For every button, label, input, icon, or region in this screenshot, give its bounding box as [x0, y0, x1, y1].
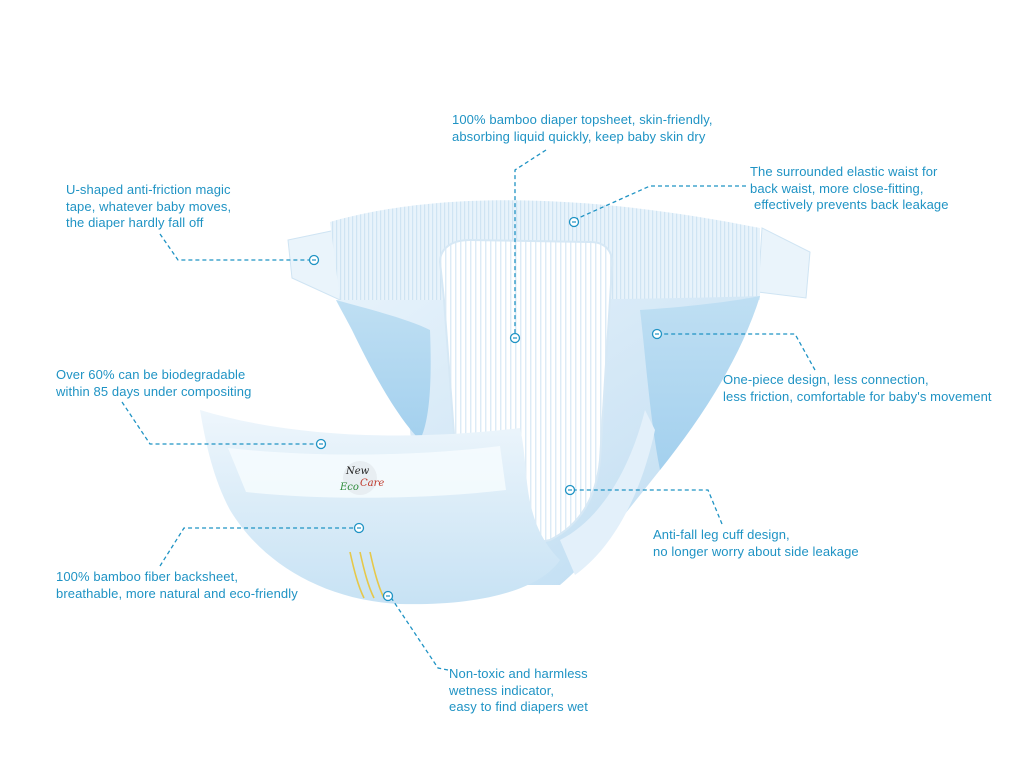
callout-biodegradable-line: Over 60% can be biodegradable: [56, 367, 246, 382]
callout-wetness-line: Non-toxic and harmless: [449, 666, 588, 681]
callout-backsheet-line: 100% bamboo fiber backsheet,: [56, 569, 239, 584]
callout-biodegradable: Over 60% can be biodegradable within 85 …: [56, 367, 251, 400]
callout-onepiece-line: One-piece design, less connection,: [723, 372, 929, 387]
callout-waist-line: back waist, more close-fitting,: [750, 180, 924, 196]
brand-logo: New Eco Care: [339, 461, 384, 495]
callout-wetness-line: wetness indicator,: [449, 682, 555, 698]
callout-onepiece-line: less friction, comfortable for baby's mo…: [723, 388, 992, 404]
callout-waist-line: The surrounded elastic waist for: [750, 164, 938, 179]
callout-wetness: Non-toxic and harmless wetness indicator…: [449, 666, 588, 716]
logo-word-eco: Eco: [339, 482, 359, 493]
callout-backsheet-line: breathable, more natural and eco-friendl…: [56, 585, 298, 601]
wetness-indicator: [349, 551, 385, 599]
leader-biodegradable: [121, 401, 318, 445]
right-leg-wing: [640, 296, 760, 470]
callout-cuff: Anti-fall leg cuff design, no longer wor…: [653, 527, 859, 560]
callout-onepiece: One-piece design, less connection, less …: [723, 372, 992, 405]
leg-cuff: [560, 410, 655, 575]
callout-topsheet: 100% bamboo diaper topsheet, skin-friend…: [452, 112, 713, 145]
callout-topsheet-line: absorbing liquid quickly, keep baby skin…: [452, 128, 706, 144]
callout-cuff-line: Anti-fall leg cuff design,: [653, 527, 790, 542]
callout-biodegradable-line: within 85 days under compositing: [56, 383, 252, 399]
logo-word-care: Care: [360, 478, 384, 489]
logo-word-new: New: [345, 466, 370, 477]
callout-tape-line: tape, whatever baby moves,: [66, 198, 232, 214]
callout-tape: U-shaped anti-friction magic tape, whate…: [66, 182, 231, 232]
leader-backsheet: [159, 527, 355, 567]
callout-tape-line: U-shaped anti-friction magic: [66, 182, 231, 197]
callout-wetness-line: easy to find diapers wet: [449, 699, 588, 714]
callout-tape-line: the diaper hardly fall off: [66, 215, 204, 230]
leader-cuff: [574, 489, 723, 525]
left-leg-wing: [336, 300, 431, 440]
callout-topsheet-line: 100% bamboo diaper topsheet, skin-friend…: [452, 112, 713, 127]
callout-cuff-line: no longer worry about side leakage: [653, 543, 859, 559]
callout-waist-line: effectively prevents back leakage: [754, 197, 949, 212]
leader-topsheet: [514, 149, 547, 334]
leader-wetness: [389, 595, 449, 671]
leader-waist: [573, 185, 746, 221]
callout-waist: The surrounded elastic waist for back wa…: [750, 164, 949, 214]
callout-backsheet: 100% bamboo fiber backsheet, breathable,…: [56, 569, 298, 602]
leader-tape: [159, 233, 310, 261]
right-tape-tab: [757, 227, 811, 299]
